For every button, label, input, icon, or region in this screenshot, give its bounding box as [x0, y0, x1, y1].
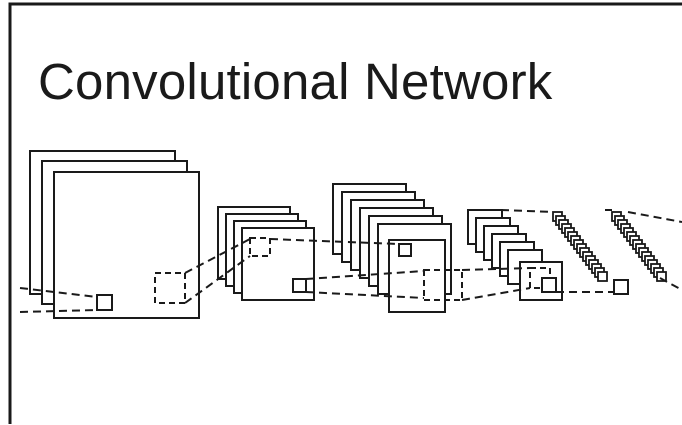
- kernel-square-4: [541, 277, 557, 293]
- receptive-field-1: [154, 272, 186, 304]
- kernel-square-1: [96, 294, 113, 311]
- kernel-square-5: [613, 279, 629, 295]
- feature-map-stack-1: [217, 206, 315, 301]
- frame-border: [8, 2, 682, 424]
- input-stack: [29, 150, 200, 319]
- fc-stack-2: [611, 211, 667, 282]
- kernel-square-2: [292, 278, 307, 293]
- feature-map-stack-2: [332, 183, 452, 313]
- fc-stack-1: [552, 211, 608, 282]
- projection-lines: [19, 209, 682, 313]
- receptive-field-3: [423, 269, 463, 301]
- receptive-field-2: [249, 237, 271, 257]
- diagram-title: Convolutional Network: [38, 53, 553, 110]
- kernel-square-3: [398, 243, 412, 257]
